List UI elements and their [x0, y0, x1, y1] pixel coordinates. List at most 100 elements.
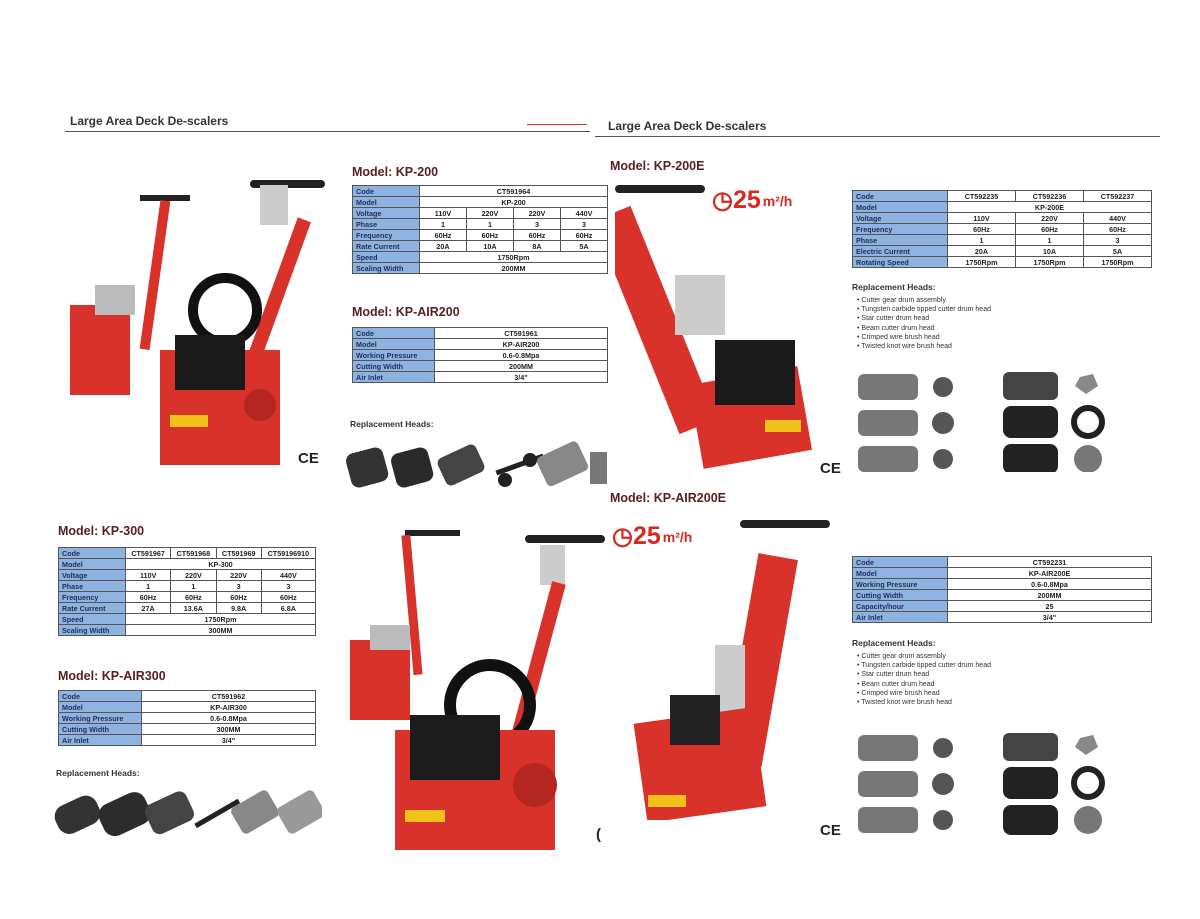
spec-value: KP-AIR200E	[947, 567, 1152, 579]
spec-value: 220V	[215, 569, 262, 581]
kpair200-title: Model: KP-AIR200	[352, 305, 460, 319]
replacement-heads-heading: Replacement Heads:	[852, 638, 936, 648]
kpair300-title: Model: KP-AIR300	[58, 669, 166, 683]
spec-value: 300MM	[141, 723, 316, 735]
replacement-head-item: Twisted knot wire brush head	[857, 342, 991, 351]
spec-value: CT591967	[124, 547, 172, 559]
spec-label: Air Inlet	[852, 611, 948, 623]
header-rule	[65, 131, 590, 132]
spec-value: 60Hz	[947, 223, 1016, 235]
left-page-header: Large Area Deck De-scalers	[70, 114, 229, 128]
spec-value: 1750Rpm	[947, 256, 1016, 268]
replacement-head-item: Cutter gear drum assembly	[857, 296, 991, 305]
spec-label: Working Pressure	[352, 349, 435, 361]
spec-value: 0.6-0.8Mpa	[141, 712, 316, 724]
replacement-heads-heading: Replacement Heads:	[852, 282, 936, 292]
spec-label: Rate Current	[58, 602, 126, 614]
spec-value: 440V	[260, 569, 317, 581]
spec-value: CT591969	[215, 547, 262, 559]
spec-value: 1	[170, 580, 217, 592]
spec-value: CT592235	[947, 190, 1016, 202]
spec-value: 13.6A	[170, 602, 217, 614]
spec-value: 440V	[559, 207, 609, 219]
replacement-head-item: Twisted knot wire brush head	[857, 698, 991, 707]
spec-label: Rate Current	[352, 240, 420, 252]
spec-value: 3/4"	[141, 734, 316, 746]
spec-label: Phase	[852, 234, 948, 246]
replacement-heads-list: Cutter gear drum assemblyTungsten carbid…	[857, 652, 991, 707]
replacement-heads-photo	[858, 372, 1105, 472]
spec-value: 220V	[512, 207, 561, 219]
spec-label: Frequency	[58, 591, 126, 603]
spec-label: Working Pressure	[58, 712, 142, 724]
spec-label: Voltage	[352, 207, 420, 219]
spec-label: Speed	[352, 251, 420, 263]
replacement-heads-photo	[346, 441, 607, 488]
accent-rule	[527, 124, 587, 125]
replacement-head-item: Crimped wire brush head	[857, 689, 991, 698]
spec-value: 60Hz	[124, 591, 172, 603]
spec-value: 5A	[1083, 245, 1152, 257]
spec-value: KP-200	[419, 196, 608, 208]
ce-mark: CE	[820, 460, 841, 477]
replacement-head-item: Crimped wire brush head	[857, 333, 991, 342]
spec-value: 110V	[947, 212, 1016, 224]
kpair200e-machine-photo	[633, 520, 830, 820]
spec-value: 60Hz	[1015, 223, 1084, 235]
spec-value: 60Hz	[215, 591, 262, 603]
spec-label: Code	[58, 547, 126, 559]
spec-value: 220V	[465, 207, 514, 219]
spec-label: Phase	[58, 580, 126, 592]
spec-value: 60Hz	[170, 591, 217, 603]
spec-value: 200MM	[947, 589, 1152, 601]
kp200-machines-photo	[70, 180, 325, 465]
spec-value: 220V	[170, 569, 217, 581]
replacement-head-item: Star cutter drum head	[857, 670, 991, 679]
spec-label: Model	[58, 701, 142, 713]
spec-label: Capacity/hour	[852, 600, 948, 612]
spec-value: 3	[1083, 234, 1152, 246]
spec-label: Code	[852, 190, 948, 202]
spec-label: Code	[58, 690, 142, 702]
clock-icon: ◷	[712, 187, 733, 214]
kp300-title: Model: KP-300	[58, 524, 145, 538]
spec-value: 1	[947, 234, 1016, 246]
spec-value: 3/4"	[434, 371, 608, 383]
spec-value: 20A	[947, 245, 1016, 257]
capacity-badge: ◷ 25 m²/h	[612, 522, 692, 551]
spec-value: 1750Rpm	[125, 613, 316, 625]
spec-label: Scaling Width	[58, 624, 126, 636]
kp200e-machine-photo	[615, 185, 812, 469]
spec-value: 110V	[419, 207, 467, 219]
spec-value: 60Hz	[1083, 223, 1152, 235]
kp200-title: Model: KP-200	[352, 165, 439, 179]
replacement-heads-heading: Replacement Heads:	[350, 419, 434, 429]
